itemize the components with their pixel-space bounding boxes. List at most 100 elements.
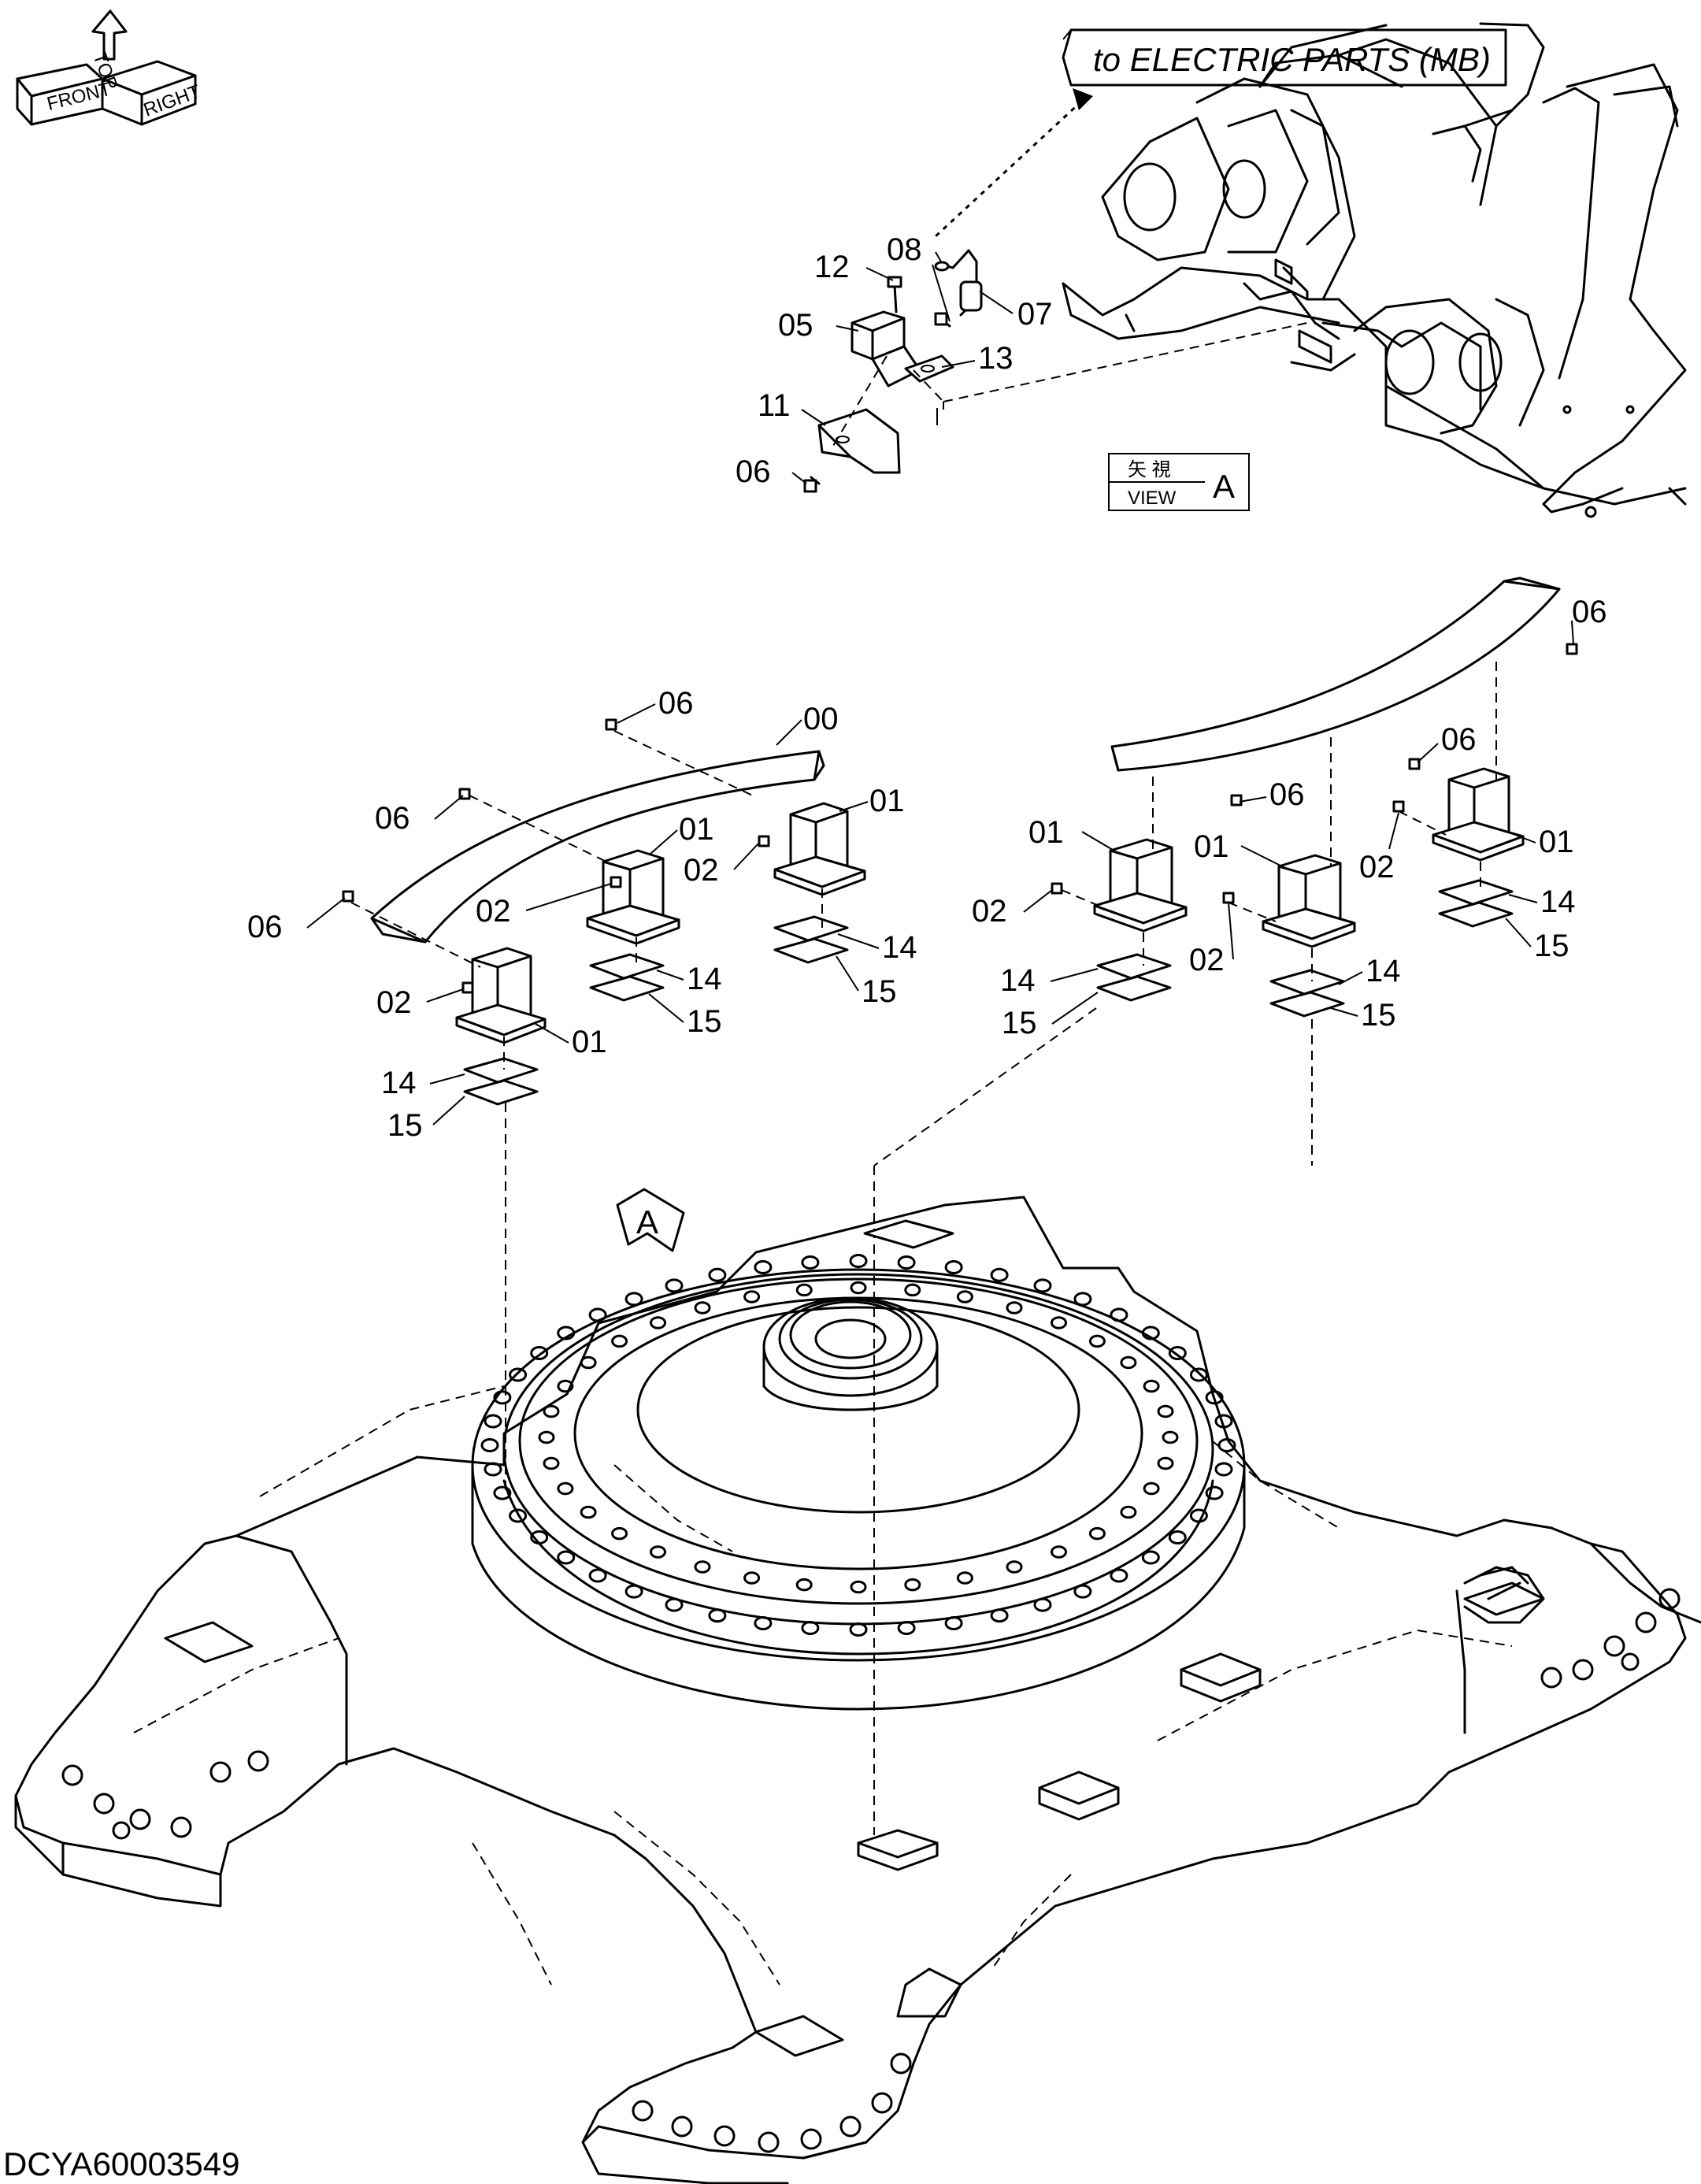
view-a-frame-detail bbox=[1062, 22, 1687, 518]
bolt-hole bbox=[611, 1334, 628, 1348]
callout-08: 08 bbox=[887, 232, 922, 267]
bolt-hole bbox=[557, 1550, 576, 1565]
callout-02-f: 02 bbox=[1359, 850, 1395, 884]
bolt-hole bbox=[650, 1545, 666, 1559]
bolt-hole bbox=[1157, 1404, 1174, 1418]
callout-06-f: 06 bbox=[1269, 777, 1305, 812]
bolt-hole bbox=[904, 1283, 921, 1297]
bolt-hole bbox=[1189, 1508, 1208, 1523]
bolt-hole bbox=[1051, 1545, 1067, 1559]
bolt-hole bbox=[1214, 1414, 1233, 1429]
bolt-hole bbox=[956, 1290, 973, 1303]
bolt-hole bbox=[849, 1622, 868, 1637]
bolt-hole bbox=[904, 1578, 921, 1592]
bolt-hole bbox=[665, 1278, 684, 1293]
bolt-hole bbox=[850, 1580, 867, 1594]
bolt-hole bbox=[944, 1616, 963, 1630]
bolt-hole bbox=[1006, 1301, 1023, 1314]
bolt-hole bbox=[1033, 1597, 1052, 1612]
callout-02-e: 02 bbox=[1189, 943, 1225, 977]
callout-01-a: 01 bbox=[679, 812, 714, 847]
bolt-hole bbox=[509, 1508, 528, 1523]
callout-11: 11 bbox=[758, 388, 791, 423]
bolt-hole bbox=[1205, 1390, 1224, 1405]
callout-15-e: 15 bbox=[1361, 998, 1396, 1033]
callout-06-c: 06 bbox=[247, 910, 283, 944]
bolt-hole bbox=[1157, 1456, 1174, 1470]
callout-12: 12 bbox=[814, 250, 850, 284]
drawing-number: DCYA60003549 bbox=[3, 2145, 239, 2182]
reference-leader bbox=[934, 99, 1084, 238]
bolt-hole bbox=[754, 1616, 773, 1630]
bolt-hole bbox=[1051, 1316, 1067, 1329]
bolt-hole bbox=[743, 1290, 761, 1303]
bolt-hole bbox=[694, 1560, 711, 1574]
bolt-hole bbox=[754, 1260, 773, 1274]
bolt-hole bbox=[484, 1414, 502, 1429]
ring-bolt-holes-inner bbox=[538, 1281, 1179, 1594]
bolt-hole bbox=[557, 1481, 574, 1496]
bolt-hole bbox=[1214, 1462, 1233, 1477]
bolt-hole bbox=[530, 1346, 549, 1360]
bolt-hole bbox=[708, 1608, 727, 1623]
bolt-hole bbox=[990, 1267, 1009, 1282]
callout-06-b: 06 bbox=[375, 801, 410, 836]
orientation-symbol: FRONT TOP RIGHT bbox=[16, 9, 204, 126]
bolt-hole bbox=[530, 1530, 549, 1544]
bolt-hole bbox=[1120, 1355, 1137, 1370]
bolt-hole bbox=[1143, 1481, 1160, 1496]
bolt-hole bbox=[708, 1267, 727, 1282]
view-a-tag: 矢 視 VIEW A bbox=[1108, 453, 1250, 511]
bolt-hole bbox=[897, 1255, 916, 1270]
callout-14-b: 14 bbox=[687, 962, 722, 996]
bolt-hole bbox=[543, 1456, 560, 1470]
main-frame bbox=[14, 1196, 1701, 2184]
callout-14-f: 14 bbox=[1540, 884, 1576, 919]
bolt-hole bbox=[694, 1301, 711, 1314]
callout-06-e: 06 bbox=[1441, 722, 1477, 757]
callout-06-a: 06 bbox=[658, 686, 694, 721]
bolt-hole bbox=[1088, 1526, 1106, 1541]
bolt-hole bbox=[1162, 1430, 1179, 1444]
bolt-hole bbox=[493, 1485, 512, 1500]
bolt-hole bbox=[538, 1430, 555, 1444]
callout-14-c: 14 bbox=[381, 1066, 417, 1100]
bolt-hole bbox=[1110, 1307, 1128, 1322]
callout-labels: 12 08 07 05 13 11 06 06 00 06 01 01 02 0… bbox=[247, 232, 1607, 1143]
view-tag-kanji: 矢 視 bbox=[1128, 459, 1171, 480]
bolt-hole bbox=[543, 1404, 560, 1418]
callout-01-d: 01 bbox=[1028, 815, 1064, 850]
bolt-hole bbox=[1088, 1334, 1106, 1348]
bolt-hole bbox=[1189, 1367, 1208, 1382]
bolt-hole bbox=[580, 1355, 597, 1370]
bolt-hole bbox=[493, 1390, 512, 1405]
bolt-hole bbox=[1205, 1485, 1224, 1500]
view-tag-label: VIEW bbox=[1128, 488, 1177, 509]
bolt-hole bbox=[1006, 1560, 1023, 1574]
bolt-hole bbox=[849, 1254, 868, 1268]
reference-box: to ELECTRIC PARTS (MB) bbox=[934, 28, 1507, 238]
bolt-hole bbox=[850, 1281, 867, 1295]
right-cover-assembly bbox=[873, 577, 1578, 1835]
bolt-hole bbox=[795, 1283, 813, 1297]
callout-00: 00 bbox=[803, 702, 839, 736]
bolt-hole bbox=[944, 1260, 963, 1274]
bolt-hole bbox=[1141, 1326, 1160, 1340]
callout-01-b: 01 bbox=[869, 784, 905, 818]
callout-02-d: 02 bbox=[972, 894, 1007, 929]
bolt-hole bbox=[624, 1584, 643, 1599]
bolt-hole bbox=[557, 1379, 574, 1393]
callout-14-e: 14 bbox=[1366, 954, 1401, 988]
bolt-hole bbox=[1143, 1379, 1160, 1393]
ring-bolt-holes-outer bbox=[480, 1254, 1236, 1637]
sensor-bracket-assembly bbox=[803, 249, 1308, 493]
callout-14-a: 14 bbox=[882, 930, 917, 965]
callout-01-f: 01 bbox=[1539, 825, 1574, 859]
bolt-hole bbox=[990, 1608, 1009, 1623]
bolt-hole bbox=[1168, 1530, 1187, 1544]
callout-02-c: 02 bbox=[376, 985, 412, 1020]
callout-02-a: 02 bbox=[476, 894, 511, 929]
bolt-hole bbox=[588, 1568, 607, 1583]
bolt-hole bbox=[801, 1621, 820, 1635]
